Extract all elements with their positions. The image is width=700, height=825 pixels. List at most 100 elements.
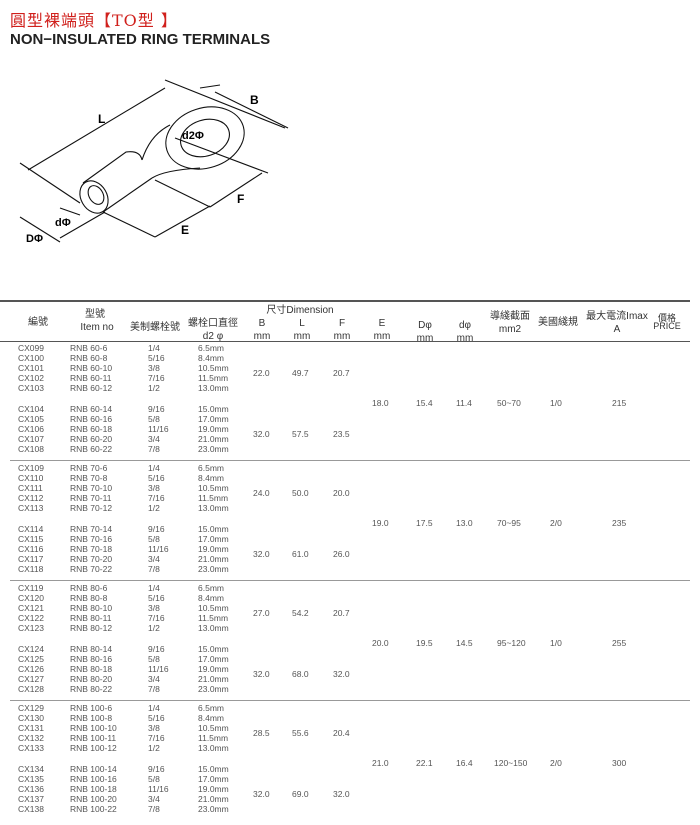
cell-item: RNB 70-16	[70, 534, 113, 544]
cell-screw: 11/16	[148, 784, 169, 794]
cell-code: CX138	[18, 804, 44, 814]
cell-code: CX100	[18, 353, 44, 363]
cell-code: CX099	[18, 343, 44, 353]
cell-d2: 10.5mm	[198, 483, 229, 493]
cell-item: RNB 100-12	[70, 743, 117, 753]
header-area-en: mm2	[498, 324, 522, 335]
title-chinese: 圓型裸端頭【TO型 】	[10, 11, 178, 30]
cell-d2: 15.0mm	[198, 524, 229, 534]
cell-code: CX108	[18, 444, 44, 454]
cell-B: 24.0	[253, 488, 270, 498]
cell-code: CX105	[18, 414, 44, 424]
cell-d2: 19.0mm	[198, 664, 229, 674]
cell-item: RNB 70-14	[70, 524, 113, 534]
cell-E: 18.0	[372, 398, 389, 408]
cell-item: RNB 80-6	[70, 583, 108, 593]
cell-item: RNB 100-14	[70, 764, 117, 774]
cell-screw: 3/4	[148, 674, 160, 684]
cell-imax: 255	[612, 638, 627, 648]
cell-d2: 13.0mm	[198, 383, 229, 393]
cell-item: RNB 60-20	[70, 434, 113, 444]
header-item-cn: 型號	[85, 309, 105, 320]
cell-item: RNB 100-16	[70, 774, 117, 784]
cell-screw: 3/4	[148, 794, 160, 804]
cell-screw: 7/16	[148, 613, 165, 623]
header-E-unit: mm	[373, 331, 391, 342]
cell-screw: 5/8	[148, 654, 160, 664]
cell-item: RNB 70-6	[70, 463, 108, 473]
cell-F: 26.0	[333, 549, 350, 559]
cell-screw: 1/4	[148, 343, 160, 353]
cell-code: CX109	[18, 463, 44, 473]
cell-code: CX134	[18, 764, 44, 774]
cell-code: CX114	[18, 524, 44, 534]
cell-item: RNB 100-22	[70, 804, 117, 814]
cell-item: RNB 80-11	[70, 613, 112, 623]
cell-item: RNB 60-11	[70, 373, 112, 383]
cell-awg: 1/0	[550, 398, 562, 408]
cell-screw: 5/16	[148, 353, 165, 363]
cell-item: RNB 100-8	[70, 713, 113, 723]
cell-L: 57.5	[292, 429, 309, 439]
header-L: L	[299, 318, 305, 329]
cell-screw: 3/8	[148, 363, 160, 373]
cell-d2: 11.5mm	[198, 493, 229, 503]
cell-F: 32.0	[333, 789, 350, 799]
cell-item: RNB 60-6	[70, 343, 108, 353]
header-B-unit: mm	[253, 331, 271, 342]
cell-d2: 15.0mm	[198, 644, 229, 654]
cell-B: 32.0	[253, 669, 270, 679]
cell-code: CX137	[18, 794, 44, 804]
cell-item: RNB 100-10	[70, 723, 117, 733]
cell-item: RNB 60-10	[70, 363, 113, 373]
cell-item: RNB 70-10	[70, 483, 113, 493]
cell-d2: 10.5mm	[198, 723, 229, 733]
cell-screw: 7/16	[148, 493, 165, 503]
cell-code: CX124	[18, 644, 44, 654]
cell-screw: 7/16	[148, 373, 165, 383]
cell-d2: 19.0mm	[198, 424, 229, 434]
header-F: F	[338, 318, 346, 329]
cell-d2: 8.4mm	[198, 713, 224, 723]
cell-d2: 21.0mm	[198, 674, 229, 684]
cell-code: CX112	[18, 493, 44, 503]
label-B: B	[250, 93, 259, 107]
cell-B: 27.0	[253, 608, 270, 618]
cell-d2: 6.5mm	[198, 463, 224, 473]
cell-screw: 9/16	[148, 644, 165, 654]
cell-code: CX127	[18, 674, 44, 684]
cell-screw: 3/4	[148, 554, 160, 564]
header-d2-en: d2 φ	[202, 331, 224, 342]
cell-d2: 17.0mm	[198, 534, 229, 544]
cell-screw: 1/2	[148, 743, 160, 753]
cell-D: 15.4	[416, 398, 433, 408]
cell-B: 32.0	[253, 789, 270, 799]
cell-screw: 7/8	[148, 564, 160, 574]
cell-screw: 1/2	[148, 503, 160, 513]
cell-F: 20.7	[333, 608, 350, 618]
cell-screw: 11/16	[148, 664, 169, 674]
cell-code: CX125	[18, 654, 44, 664]
header-imax-en: A	[613, 324, 621, 335]
title-english: NON−INSULATED RING TERMINALS	[10, 31, 271, 48]
header-awg: 美國綫規	[538, 317, 578, 328]
cell-screw: 1/4	[148, 463, 160, 473]
cell-screw: 1/2	[148, 623, 160, 633]
cell-imax: 235	[612, 518, 627, 528]
header-E: E	[378, 318, 386, 329]
header-imax-cn: 最大電流Imax	[586, 311, 648, 322]
cell-code: CX132	[18, 733, 44, 743]
label-D: DΦ	[26, 233, 43, 245]
cell-L: 69.0	[292, 789, 309, 799]
cell-d2: 8.4mm	[198, 593, 224, 603]
cell-d: 13.0	[456, 518, 473, 528]
label-F: F	[237, 192, 245, 206]
cell-item: RNB 80-18	[70, 664, 113, 674]
cell-F: 23.5	[333, 429, 350, 439]
label-d: dΦ	[55, 217, 71, 229]
cell-code: CX130	[18, 713, 44, 723]
cell-item: RNB 80-10	[70, 603, 113, 613]
cell-item: RNB 80-20	[70, 674, 113, 684]
cell-code: CX135	[18, 774, 44, 784]
cell-E: 19.0	[372, 518, 389, 528]
